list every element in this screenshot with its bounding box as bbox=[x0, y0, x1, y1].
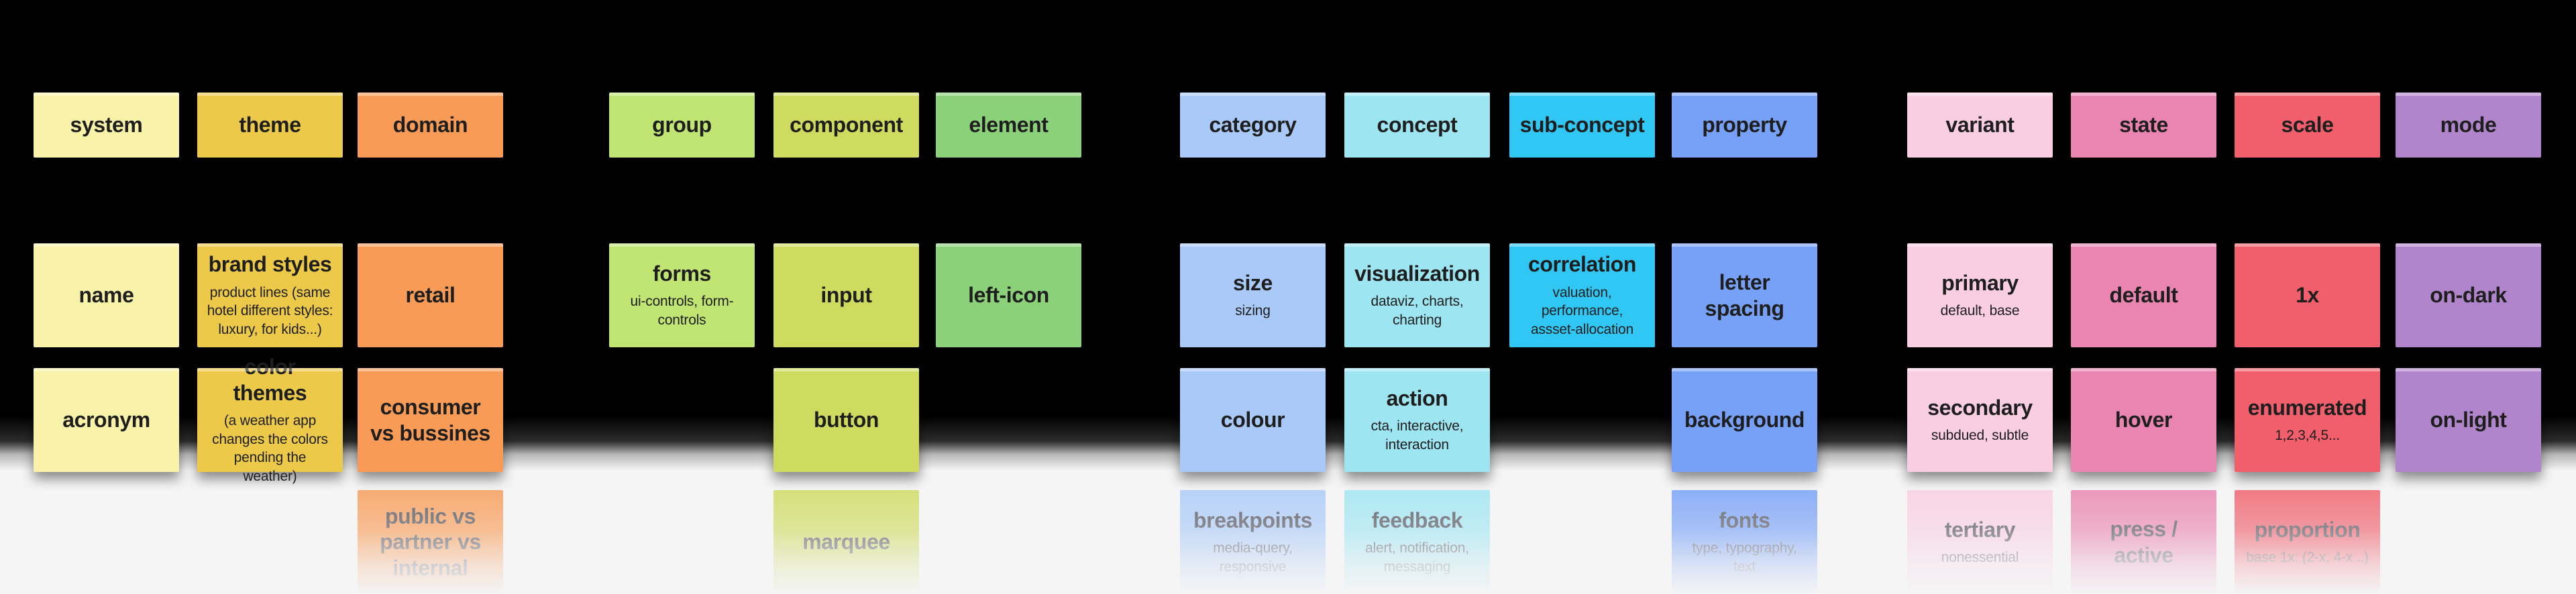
header-note-theme[interactable]: theme bbox=[197, 93, 343, 158]
note-subtitle: alert, notification, messaging bbox=[1365, 540, 1469, 575]
note-title: on-dark bbox=[2430, 283, 2507, 308]
note-title: public vs partner vs internal bbox=[380, 503, 481, 580]
note-title: proportion bbox=[2254, 517, 2361, 542]
sticky-note-1x[interactable]: 1x bbox=[2235, 243, 2380, 347]
note-subtitle: dataviz, charts, charting bbox=[1371, 294, 1464, 329]
note-title: enumerated bbox=[2247, 395, 2367, 420]
header-note-component[interactable]: component bbox=[773, 93, 919, 158]
note-title: action bbox=[1386, 386, 1448, 411]
header-note-system[interactable]: system bbox=[34, 93, 179, 158]
sticky-note-visualization[interactable]: visualization dataviz, charts, charting bbox=[1344, 243, 1490, 347]
note-subtitle: default, base bbox=[1940, 303, 2020, 319]
sticky-note-breakpoints[interactable]: breakpoints media-query, responsive bbox=[1180, 490, 1326, 594]
note-title: secondary bbox=[1927, 395, 2033, 420]
note-subtitle: product lines (same hotel different styl… bbox=[207, 284, 333, 338]
sticky-note-proportion[interactable]: proportion base 1x: (2-x, 4-x ..) bbox=[2235, 490, 2380, 594]
note-title: tertiary bbox=[1944, 517, 2016, 542]
note-title: default bbox=[2109, 283, 2178, 308]
sticky-note-primary[interactable]: primary default, base bbox=[1907, 243, 2053, 347]
note-title: variant bbox=[1945, 113, 2015, 137]
note-title: state bbox=[2119, 113, 2168, 137]
header-note-group[interactable]: group bbox=[609, 93, 755, 158]
header-note-mode[interactable]: mode bbox=[2396, 93, 2541, 158]
note-title: left-icon bbox=[968, 283, 1049, 308]
sticky-note-size[interactable]: size sizing bbox=[1180, 243, 1326, 347]
note-title: correlation bbox=[1528, 252, 1636, 277]
note-title: breakpoints bbox=[1193, 508, 1312, 533]
note-title: group bbox=[652, 113, 712, 137]
sticky-note-letter-spacing[interactable]: letter spacing bbox=[1672, 243, 1817, 347]
note-title: feedback bbox=[1371, 508, 1463, 533]
note-subtitle: media-query, responsive bbox=[1213, 540, 1293, 575]
sticky-note-name[interactable]: name bbox=[34, 243, 179, 347]
note-title: component bbox=[790, 113, 903, 137]
sticky-note-forms[interactable]: forms ui-controls, form-controls bbox=[609, 243, 755, 347]
note-title: color themes bbox=[233, 355, 307, 405]
header-note-property[interactable]: property bbox=[1672, 93, 1817, 158]
sticky-note-press-active[interactable]: press / active bbox=[2071, 490, 2216, 594]
header-note-sub-concept[interactable]: sub-concept bbox=[1509, 93, 1655, 158]
note-title: domain bbox=[392, 113, 468, 137]
note-title: theme bbox=[239, 113, 301, 137]
note-title: size bbox=[1233, 270, 1273, 295]
sticky-note-input[interactable]: input bbox=[773, 243, 919, 347]
note-subtitle: sizing bbox=[1235, 303, 1271, 319]
note-title: name bbox=[78, 283, 134, 308]
header-note-state[interactable]: state bbox=[2071, 93, 2216, 158]
header-note-concept[interactable]: concept bbox=[1344, 93, 1490, 158]
note-subtitle: ui-controls, form-controls bbox=[630, 294, 734, 329]
note-title: press / active bbox=[2110, 517, 2178, 567]
note-title: letter spacing bbox=[1705, 270, 1784, 320]
note-title: concept bbox=[1377, 113, 1458, 137]
note-title: mode bbox=[2440, 113, 2497, 137]
note-title: sub-concept bbox=[1519, 113, 1645, 137]
note-subtitle: type, typography, text bbox=[1692, 540, 1797, 575]
note-title: primary bbox=[1941, 270, 2019, 295]
note-title: 1x bbox=[2296, 283, 2319, 308]
sticky-note-left-icon[interactable]: left-icon bbox=[936, 243, 1081, 347]
note-title: marquee bbox=[802, 530, 890, 554]
sticky-note-on-dark[interactable]: on-dark bbox=[2396, 243, 2541, 347]
sticky-note-tertiary[interactable]: tertiary nonessential bbox=[1907, 490, 2053, 594]
note-title: visualization bbox=[1354, 261, 1480, 286]
note-title: forms bbox=[653, 261, 711, 286]
note-title: brand styles bbox=[208, 252, 332, 277]
note-title: category bbox=[1209, 113, 1297, 137]
sticky-note-correlation[interactable]: correlation valuation, performance, asss… bbox=[1509, 243, 1655, 347]
note-subtitle: valuation, performance, assset-allocatio… bbox=[1530, 284, 1633, 338]
note-title: property bbox=[1702, 113, 1787, 137]
sticky-note-fonts[interactable]: fonts type, typography, text bbox=[1672, 490, 1817, 594]
note-title: element bbox=[969, 113, 1049, 137]
header-note-category[interactable]: category bbox=[1180, 93, 1326, 158]
note-title: scale bbox=[2281, 113, 2334, 137]
sticky-note-brand-styles[interactable]: brand styles product lines (same hotel d… bbox=[197, 243, 343, 347]
sticky-note-default[interactable]: default bbox=[2071, 243, 2216, 347]
note-title: fonts bbox=[1719, 508, 1770, 533]
header-note-element[interactable]: element bbox=[936, 93, 1081, 158]
header-note-scale[interactable]: scale bbox=[2235, 93, 2380, 158]
note-title: retail bbox=[405, 283, 455, 308]
sticky-note-marquee[interactable]: marquee bbox=[773, 490, 919, 594]
note-subtitle: nonessential bbox=[1941, 550, 2019, 566]
header-note-variant[interactable]: variant bbox=[1907, 93, 2053, 158]
sticky-note-public-vs-partner-vs-internal[interactable]: public vs partner vs internal bbox=[358, 490, 503, 594]
sticky-note-retail[interactable]: retail bbox=[358, 243, 503, 347]
note-subtitle: base 1x: (2-x, 4-x ..) bbox=[2246, 550, 2369, 566]
header-note-domain[interactable]: domain bbox=[358, 93, 503, 158]
note-title: input bbox=[820, 283, 872, 308]
sticky-note-feedback[interactable]: feedback alert, notification, messaging bbox=[1344, 490, 1490, 594]
note-title: system bbox=[70, 113, 143, 137]
